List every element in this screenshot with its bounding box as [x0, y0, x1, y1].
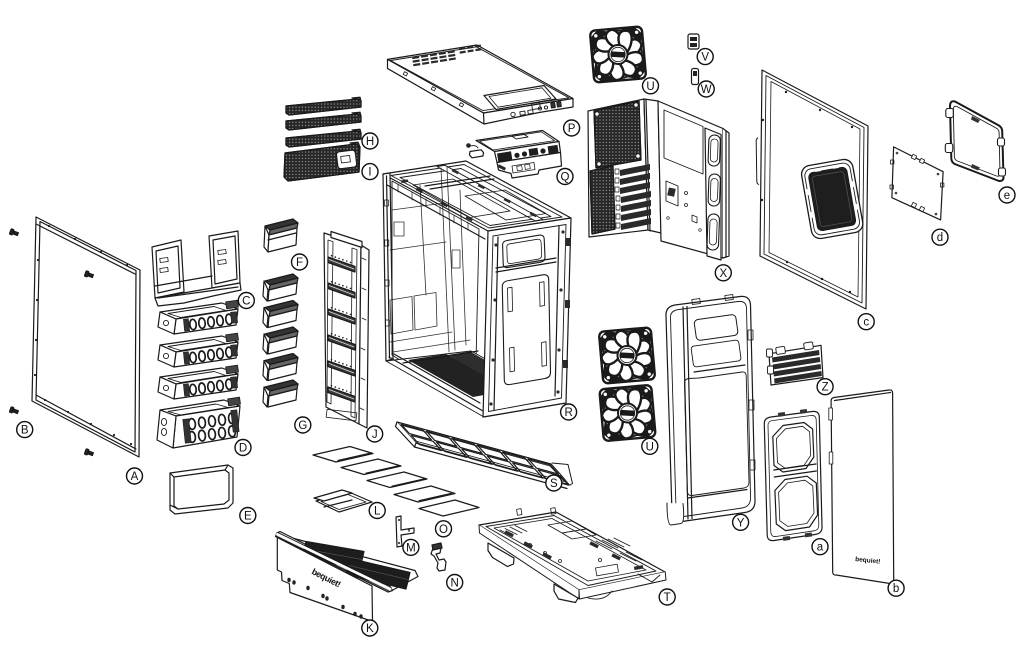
svg-text:Z: Z — [822, 382, 829, 394]
svg-text:J: J — [372, 429, 378, 441]
svg-text:c: c — [863, 317, 869, 329]
svg-text:F: F — [296, 257, 303, 269]
svg-text:U: U — [646, 81, 654, 93]
svg-text:E: E — [244, 511, 252, 523]
svg-text:I: I — [368, 167, 371, 179]
svg-text:B: B — [21, 425, 29, 437]
svg-text:Y: Y — [737, 517, 745, 529]
svg-text:A: A — [131, 471, 139, 483]
svg-text:P: P — [568, 123, 576, 135]
svg-text:U: U — [646, 441, 654, 453]
svg-text:S: S — [550, 478, 558, 490]
svg-text:e: e — [1004, 190, 1010, 202]
svg-text:G: G — [298, 420, 307, 432]
svg-text:W: W — [701, 84, 712, 96]
svg-text:N: N — [451, 578, 459, 590]
svg-text:b: b — [893, 583, 899, 595]
svg-text:R: R — [564, 407, 572, 419]
svg-text:d: d — [937, 232, 943, 244]
svg-text:H: H — [366, 136, 374, 148]
svg-text:X: X — [719, 268, 727, 280]
svg-text:K: K — [366, 623, 374, 635]
svg-text:D: D — [239, 443, 247, 455]
svg-text:a: a — [817, 542, 824, 554]
svg-text:bequiet!: bequiet! — [855, 556, 881, 566]
svg-text:C: C — [242, 296, 250, 308]
svg-text:O: O — [439, 524, 448, 536]
svg-text:M: M — [406, 542, 416, 554]
svg-text:Q: Q — [561, 172, 570, 184]
svg-text:V: V — [701, 52, 709, 64]
svg-text:T: T — [664, 592, 671, 604]
svg-text:L: L — [374, 506, 381, 518]
